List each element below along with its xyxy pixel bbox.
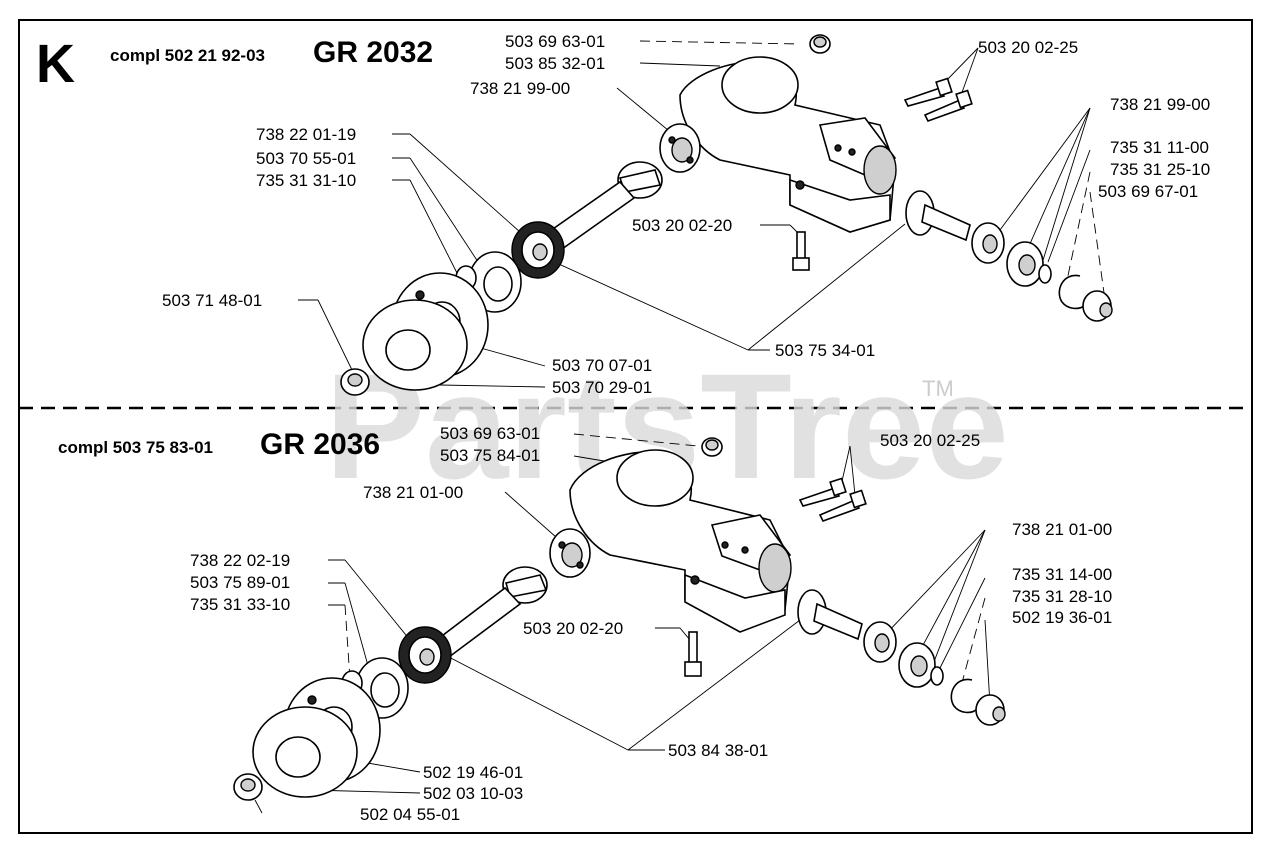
part-label: 503 20 02-25 — [978, 38, 1078, 57]
part-label: 502 04 55-01 — [360, 805, 460, 824]
part-label: 503 85 32-01 — [505, 54, 605, 73]
part-label: 503 20 02-20 — [632, 216, 732, 235]
part-label: 735 31 14-00 — [1012, 565, 1112, 584]
assembly-top: K compl 502 21 92-03 GR 2032 — [36, 32, 1210, 397]
part-label: 735 31 33-10 — [190, 595, 290, 614]
part-label: 503 75 34-01 — [775, 341, 875, 360]
part-label: 503 69 63-01 — [440, 424, 540, 443]
diagram-frame — [18, 19, 1253, 834]
part-label: 503 70 55-01 — [256, 149, 356, 168]
compl-label-top: compl 502 21 92-03 — [110, 46, 265, 65]
part-label: 502 19 46-01 — [423, 763, 523, 782]
section-letter: K — [36, 34, 75, 94]
model-title-bottom: GR 2036 — [260, 428, 380, 461]
part-label: 735 31 31-10 — [256, 171, 356, 190]
part-label: 502 03 10-03 — [423, 784, 523, 803]
part-label: 503 69 63-01 — [505, 32, 605, 51]
leader-lines-top — [298, 40, 1106, 388]
part-label: 503 70 29-01 — [552, 378, 652, 397]
part-label: 738 22 02-19 — [190, 551, 290, 570]
part-label: 735 31 28-10 — [1012, 587, 1112, 606]
model-title-top: GR 2032 — [313, 36, 433, 69]
drawing-top — [340, 34, 1113, 396]
drawing-bottom — [233, 437, 1006, 801]
assembly-bottom: compl 503 75 83-01 GR 2036 — [58, 424, 1112, 824]
compl-label-bottom: compl 503 75 83-01 — [58, 438, 213, 457]
part-label: 503 69 67-01 — [1098, 182, 1198, 201]
part-label: 738 21 99-00 — [470, 79, 570, 98]
part-label: 503 71 48-01 — [162, 291, 262, 310]
labels-bottom: 503 69 63-01 503 20 02-25 503 75 84-01 7… — [190, 424, 1112, 824]
part-label: 738 21 01-00 — [363, 483, 463, 502]
part-label: 503 75 84-01 — [440, 446, 540, 465]
part-label: 735 31 11-00 — [1110, 138, 1209, 157]
part-label: 735 31 25-10 — [1110, 160, 1210, 179]
part-label: 738 21 99-00 — [1110, 95, 1210, 114]
trademark: TM — [922, 376, 954, 401]
part-label: 738 21 01-00 — [1012, 520, 1112, 539]
part-label: 503 20 02-20 — [523, 619, 623, 638]
part-label: 503 84 38-01 — [668, 741, 768, 760]
labels-top: 503 69 63-01 503 85 32-01 738 21 99-00 5… — [162, 32, 1210, 397]
part-label: 503 70 07-01 — [552, 356, 652, 375]
part-label: 738 22 01-19 — [256, 125, 356, 144]
part-label: 503 20 02-25 — [880, 431, 980, 450]
part-label: 502 19 36-01 — [1012, 608, 1112, 627]
part-label: 503 75 89-01 — [190, 573, 290, 592]
